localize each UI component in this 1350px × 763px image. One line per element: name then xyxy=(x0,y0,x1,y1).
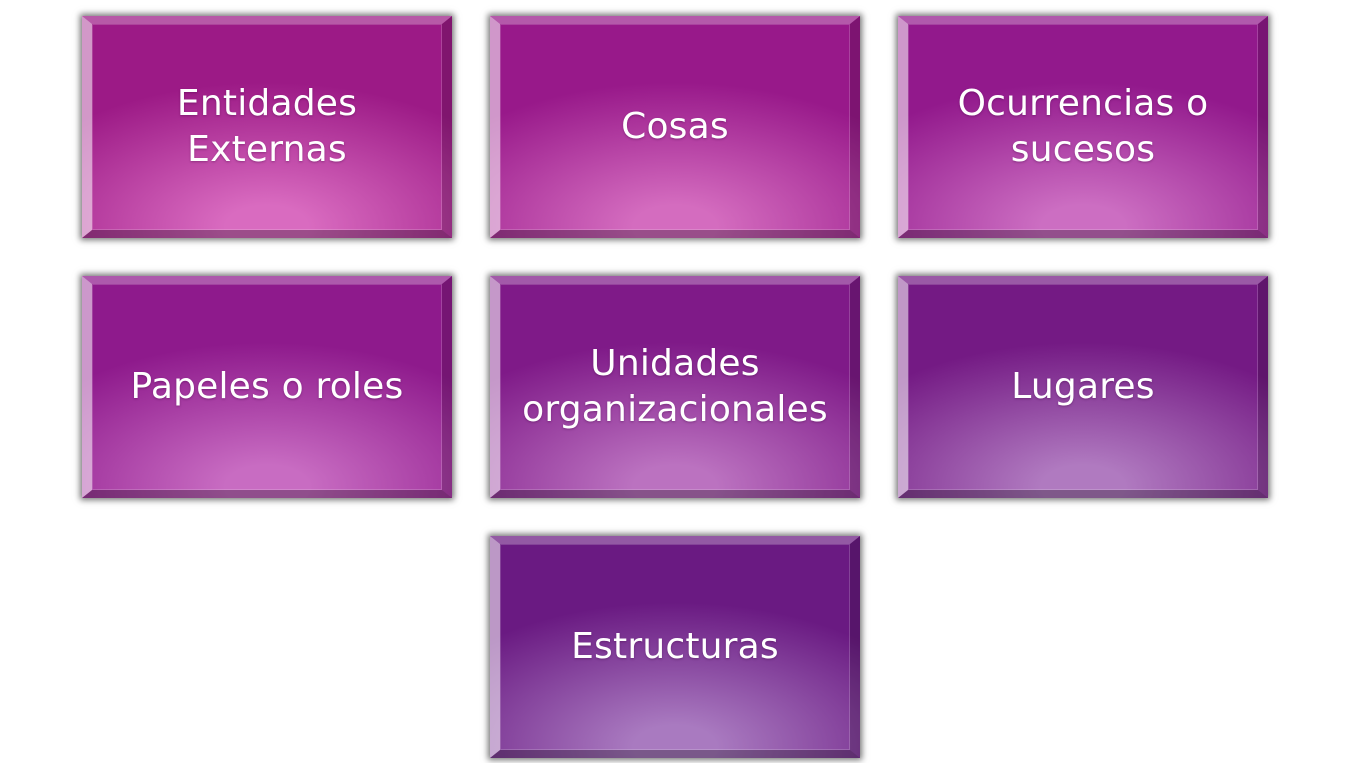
tile-lugares: Lugares xyxy=(898,276,1268,498)
tile-label: Ocurrencias o sucesos xyxy=(957,83,1209,170)
tile-papeles-o-roles: Papeles o roles xyxy=(82,276,452,498)
tile-label: Papeles o roles xyxy=(130,366,404,407)
tile-label: Lugares xyxy=(1011,366,1155,407)
tile-entidades-externas: Entidades Externas xyxy=(82,16,452,238)
tile-cosas: Cosas xyxy=(490,16,860,238)
tile-label: Unidades organizacionales xyxy=(522,343,828,430)
tile-estructuras: Estructuras xyxy=(490,536,860,758)
tile-ocurrencias-o-sucesos: Ocurrencias o sucesos xyxy=(898,16,1268,238)
tile-unidades-organizacionales: Unidades organizacionales xyxy=(490,276,860,498)
tile-label: Cosas xyxy=(621,106,729,147)
tile-label: Estructuras xyxy=(571,626,779,667)
tile-label: Entidades Externas xyxy=(176,83,358,170)
